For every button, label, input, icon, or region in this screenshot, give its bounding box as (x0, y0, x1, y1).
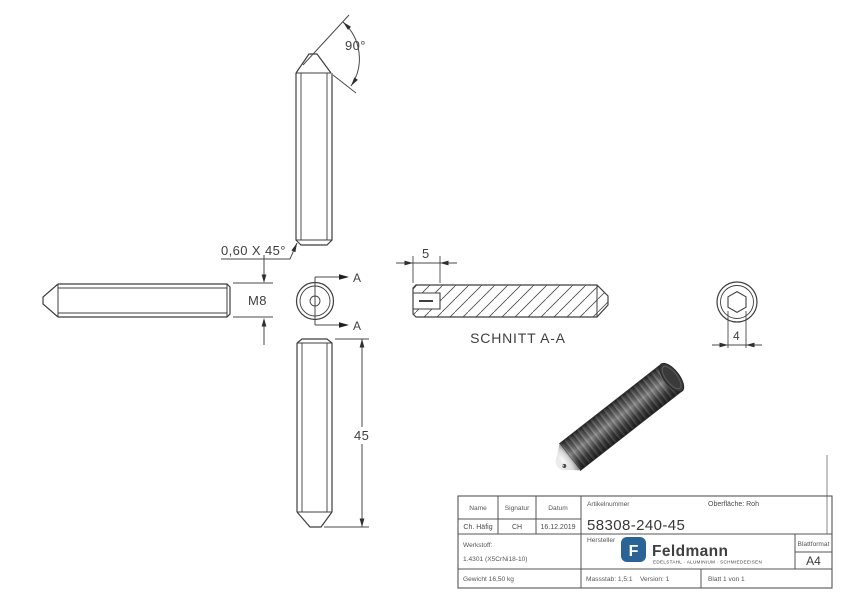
dim-length-text: 45 (354, 428, 369, 443)
tb-werkstoff-label: Werkstoff: (463, 542, 493, 549)
section-arrow-a-bottom: A (353, 319, 361, 333)
tb-blattformat-label: Blattformat (798, 541, 830, 548)
socket-depth-dimension: 5 (396, 246, 457, 283)
dim-thread-text: M8 (248, 293, 267, 308)
section-view-label: SCHNITT A-A (470, 330, 566, 346)
section-view (412, 284, 609, 318)
tb-massstab: Massstab: 1,5:1 (586, 576, 633, 583)
tb-oberflaeche: Oberfläche: Roh (708, 501, 759, 508)
tb-hersteller-label: Hersteller (587, 537, 616, 544)
tb-version: Version: 1 (640, 576, 670, 583)
tb-werkstoff-value: 1.4301 (X5CrNi18-10) (463, 556, 528, 563)
screw-3d-render (555, 362, 685, 471)
hex-width-dimension: 4 (712, 311, 762, 348)
tb-artikelnummer-value: 58308-240-45 (587, 517, 685, 534)
feldmann-logo-icon: F (629, 543, 639, 560)
title-block: Name Signatur Datum Ch. Häfig CH 16.12.2… (457, 455, 833, 589)
tb-gewicht: Gewicht 16,50 kg (463, 576, 514, 583)
dim-angle-text: 90° (345, 38, 366, 53)
feldmann-logo-tagline: EDELSTAHL · ALUMINIUM · SCHMIEDEEISEN (653, 560, 762, 565)
tb-col-name: Name (469, 505, 487, 512)
hex-socket-view (716, 281, 758, 323)
tb-col-signatur: Signatur (505, 505, 530, 512)
feldmann-logo-wordmark: Feldmann (652, 543, 728, 560)
top-view-screw (295, 53, 333, 246)
thread-dimension-m8: M8 (233, 255, 273, 345)
side-view-screw (42, 283, 231, 318)
tb-artikelnummer-label: Artikelnummer (587, 501, 630, 508)
dim-chamfer-text: 0,60 X 45° (221, 243, 286, 258)
chamfer-callout: 0,60 X 45° (221, 242, 298, 260)
tb-col-datum: Datum (548, 505, 568, 512)
tb-val-datum: 16.12.2019 (540, 524, 575, 531)
tb-blattformat-value: A4 (806, 554, 821, 568)
section-arrow-a-top: A (353, 271, 361, 285)
tb-blatt: Blatt 1 von 1 (708, 576, 745, 583)
dim-socket-depth-text: 5 (422, 246, 430, 261)
length-dimension-45: 45 (324, 338, 369, 528)
tb-val-signatur: CH (512, 524, 522, 531)
tb-val-name: Ch. Häfig (463, 524, 492, 531)
dim-hex-text: 4 (733, 329, 740, 343)
section-cut-line: A A (314, 271, 361, 333)
angle-dimension-90: 90° (302, 14, 366, 94)
bottom-view-screw (296, 338, 333, 528)
feldmann-logo: F Feldmann EDELSTAHL · ALUMINIUM · SCHMI… (621, 537, 762, 565)
